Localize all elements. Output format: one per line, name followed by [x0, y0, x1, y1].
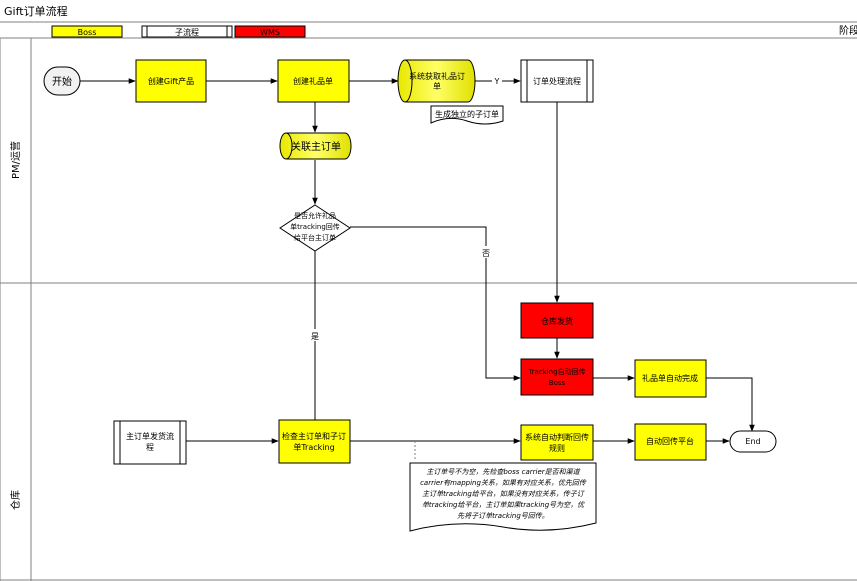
gift-auto-done-label: 礼品单自动完成	[642, 373, 698, 383]
order-process-label: 订单处理流程	[533, 76, 581, 86]
rule-note-line-2: carrier有mapping关系，如果有对应关系，优先回传	[420, 479, 587, 487]
edge-decision-tracking	[350, 226, 521, 381]
tracking-auto-label-line2: Boss	[549, 379, 566, 387]
create-order-label: 创建礼品单	[293, 76, 333, 86]
legend-boss-swatch	[51, 25, 123, 38]
end-node[interactable]: End	[729, 430, 777, 453]
create-gift-node[interactable]: 创建Gift产品	[135, 59, 207, 103]
start-label: 开始	[52, 75, 72, 88]
rule-note-line-5: 先将子订单tracking号回传。	[457, 512, 549, 520]
decision-node[interactable]: 是否允许礼品 单tracking回传 给平台主订单	[279, 204, 351, 252]
legend-wms-label: WMS	[260, 28, 280, 37]
warehouse-ship-label: 仓库发货	[541, 316, 573, 326]
auto-rule-label-line1: 系统自动判断回传	[525, 432, 589, 442]
lane-label-pm: PM/运营	[9, 141, 22, 179]
end-label: End	[745, 437, 760, 446]
system-fetch-node[interactable]: 系统获取礼品订 单	[397, 59, 476, 103]
edge-label-no: 否	[482, 249, 490, 258]
edges	[80, 78, 755, 460]
rule-note-line-4: 单tracking给平台，主订单如果tracking号为空，优	[422, 501, 585, 509]
system-fetch-label-line1: 系统获取礼品订	[409, 71, 465, 81]
link-main-order-label: 关联主订单	[291, 140, 341, 153]
gift-auto-done-node[interactable]: 礼品单自动完成	[634, 359, 707, 398]
rule-note-line-1: 主订单号不为空，先检查boss carrier是否和渠道	[426, 468, 580, 476]
edge-label-yes: 是	[311, 332, 319, 341]
main-ship-label-line1: 主订单发货流	[126, 431, 174, 441]
auto-post-label: 自动回传平台	[646, 436, 694, 446]
check-tracking-node[interactable]: 检查主订单和子订 单Tracking	[278, 419, 351, 464]
diagram-title: Gift订单流程	[4, 4, 68, 18]
tracking-auto-node[interactable]: Tracking自动回传 Boss	[520, 358, 594, 396]
warehouse-ship-node[interactable]: 仓库发货	[520, 302, 594, 339]
legend: Boss 子流程 WMS	[51, 25, 306, 38]
check-tracking-label-line1: 检查主订单和子订	[282, 431, 346, 441]
order-process-node[interactable]: 订单处理流程	[520, 59, 594, 103]
lane-label-warehouse: 仓库	[9, 490, 22, 510]
tracking-auto-label-line1: Tracking自动回传	[527, 367, 585, 376]
rule-note: 主订单号不为空，先检查boss carrier是否和渠道 carrier有map…	[409, 462, 597, 532]
auto-rule-node[interactable]: 系统自动判断回传 规则	[520, 424, 594, 461]
auto-rule-label-line2: 规则	[549, 443, 565, 453]
sub-order-document-node: 生成独立的子订单	[430, 105, 504, 125]
main-ship-label-line2: 程	[146, 443, 154, 452]
decision-label-line3: 给平台主订单	[294, 233, 336, 242]
legend-boss-label: Boss	[78, 28, 97, 37]
create-gift-label: 创建Gift产品	[148, 76, 194, 86]
legend-wms-swatch	[234, 25, 306, 38]
sub-order-document-label: 生成独立的子订单	[435, 109, 499, 119]
check-tracking-label-line2: 单Tracking	[293, 442, 334, 452]
legend-sub-swatch	[141, 25, 233, 38]
legend-sub-label: 子流程	[175, 27, 199, 37]
create-order-node[interactable]: 创建礼品单	[277, 59, 350, 103]
rule-note-line-3: 主订单tracking给平台，如果没有对应关系，传子订	[422, 490, 586, 498]
link-main-order-node[interactable]: 关联主订单	[279, 132, 352, 160]
main-ship-process-node[interactable]: 主订单发货流 程	[113, 420, 187, 465]
decision-label-line2: 单tracking回传	[290, 222, 340, 231]
phase-label: 阶段	[839, 24, 857, 37]
auto-post-node[interactable]: 自动回传平台	[634, 423, 707, 461]
edge-label-y: Y	[494, 77, 500, 86]
decision-label-line1: 是否允许礼品	[294, 211, 336, 220]
edge-done-end	[706, 377, 755, 432]
start-node[interactable]: 开始	[43, 66, 81, 96]
system-fetch-label-line2: 单	[433, 81, 441, 91]
